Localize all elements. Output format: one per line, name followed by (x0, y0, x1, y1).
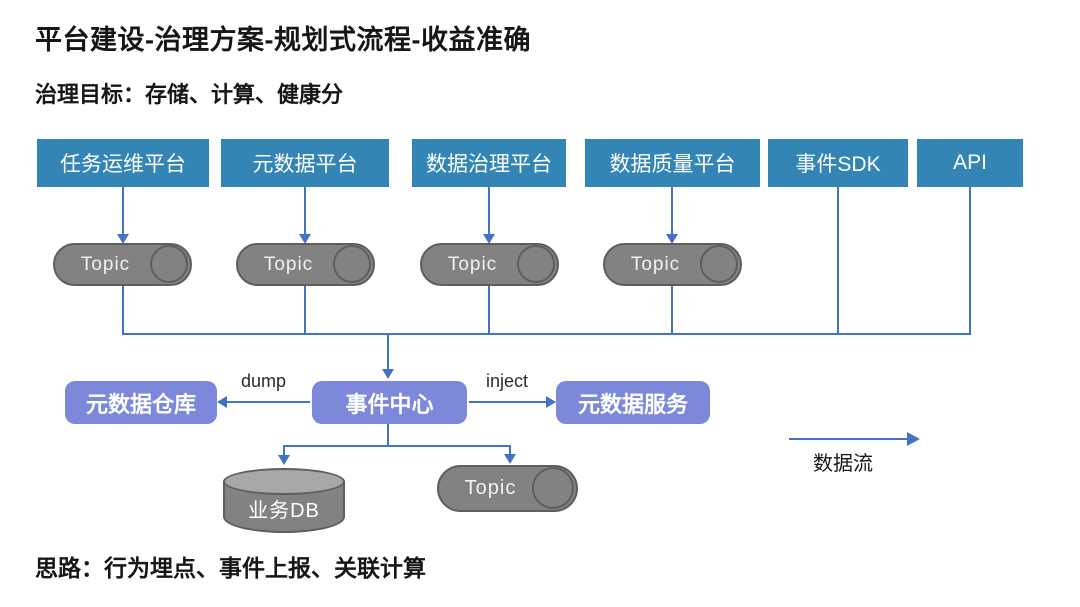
arrowhead (504, 454, 516, 464)
topic-queue-label: Topic (263, 253, 314, 275)
cylinder-cap-icon (517, 245, 555, 283)
topic-queue-label: Topic (464, 477, 517, 499)
data-flow-arrow (789, 438, 908, 440)
connector-line (283, 445, 285, 456)
arrowhead (299, 234, 311, 244)
connector-line (304, 187, 306, 235)
arrowhead (217, 396, 227, 408)
business-db-label: 业务DB (248, 500, 320, 522)
data-flow-label: 数据流 (813, 453, 873, 475)
cylinder-cap-icon (150, 245, 188, 283)
arrowhead (483, 234, 495, 244)
connector-line (509, 445, 511, 455)
platform-box-data-quality: 数据质量平台 (585, 139, 760, 187)
metadata-service-label: 元数据服务 (577, 391, 688, 417)
connector-line (488, 286, 490, 333)
topic-queue-3: Topic (420, 243, 559, 286)
platform-box-label: 数据治理平台 (426, 153, 552, 176)
dump-label: dump (241, 371, 287, 391)
arrowhead (117, 234, 129, 244)
platform-box-task-ops: 任务运维平台 (37, 139, 209, 187)
topic-queue-4: Topic (603, 243, 742, 286)
connector-line (469, 401, 547, 403)
connector-line (969, 187, 971, 333)
topic-queue-label: Topic (447, 253, 498, 275)
metadata-service-box: 元数据服务 (556, 381, 710, 424)
page-title: 平台建设-治理方案-规划式流程-收益准确 (35, 25, 531, 55)
bus-line (122, 333, 971, 335)
connector-line (122, 187, 124, 235)
footer-note: 思路：行为埋点、事件上报、关联计算 (35, 555, 426, 581)
arrowhead (382, 369, 394, 379)
topic-queue-label: Topic (630, 253, 681, 275)
platform-box-label: API (953, 151, 987, 174)
platform-box-event-sdk: 事件SDK (768, 139, 908, 187)
cylinder-top-icon (223, 468, 345, 495)
cylinder-cap-icon (333, 245, 371, 283)
connector-line (387, 424, 389, 447)
topic-queue-2: Topic (236, 243, 375, 286)
platform-box-label: 任务运维平台 (60, 153, 186, 176)
platform-box-api: API (917, 139, 1023, 187)
connector-line (304, 286, 306, 333)
connector-line (283, 445, 511, 447)
cylinder-cap-icon (532, 467, 574, 509)
business-db-cylinder: 业务DB (223, 468, 345, 533)
arrowhead (546, 396, 556, 408)
metadata-warehouse-box: 元数据仓库 (65, 381, 217, 424)
inject-label: inject (486, 371, 529, 391)
connector-line (671, 187, 673, 235)
topic-queue-out: Topic (437, 465, 578, 512)
arrowhead (666, 234, 678, 244)
platform-box-metadata: 元数据平台 (221, 139, 389, 187)
connector-line (488, 187, 490, 235)
goal-subtitle: 治理目标：存储、计算、健康分 (35, 82, 344, 107)
connector-line (387, 333, 389, 370)
platform-box-data-governance: 数据治理平台 (412, 139, 566, 187)
event-center-box: 事件中心 (312, 381, 467, 424)
topic-queue-1: Topic (53, 243, 192, 286)
metadata-warehouse-label: 元数据仓库 (85, 391, 196, 417)
connector-line (837, 187, 839, 333)
connector-line (122, 286, 124, 333)
platform-box-label: 数据质量平台 (609, 153, 736, 176)
platform-box-label: 事件SDK (795, 153, 881, 176)
connector-line (671, 286, 673, 333)
arrowhead (907, 432, 920, 446)
cylinder-cap-icon (700, 245, 738, 283)
platform-box-label: 元数据平台 (252, 153, 358, 176)
topic-queue-label: Topic (80, 253, 131, 275)
event-center-label: 事件中心 (345, 391, 434, 417)
arrowhead (278, 455, 290, 465)
connector-line (226, 401, 310, 403)
